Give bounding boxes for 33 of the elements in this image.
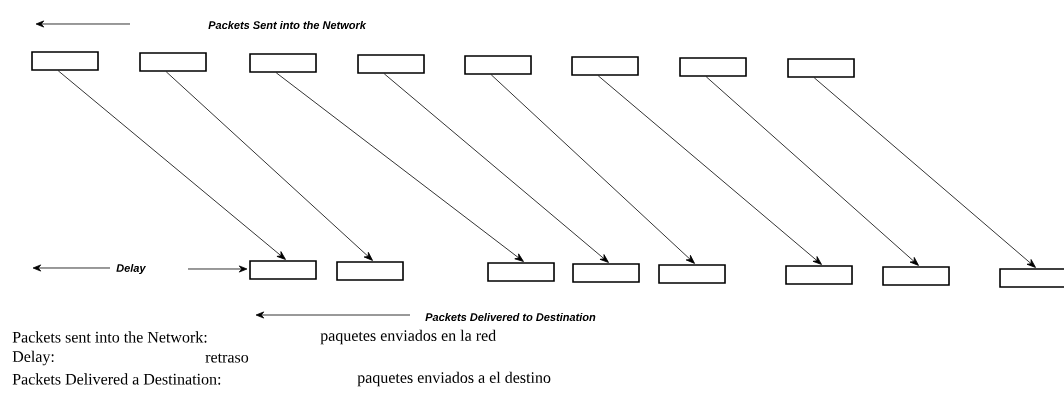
glossary-text: paquetes enviados en la red xyxy=(320,329,496,345)
arrow-label: Delay xyxy=(116,263,146,275)
packet-box xyxy=(336,261,404,281)
arrow xyxy=(57,70,286,260)
packet-box xyxy=(571,56,639,76)
glossary-text: paquetes enviados a el destino xyxy=(357,371,551,387)
packet-box xyxy=(658,264,726,284)
arrow-label: Packets Sent into the Network xyxy=(208,20,367,30)
packet-box xyxy=(572,263,640,283)
arrow xyxy=(597,75,822,265)
arrow xyxy=(165,71,373,261)
packet-box xyxy=(882,266,950,286)
arrow-label: Packets Delivered to Destination xyxy=(425,312,596,322)
arrow xyxy=(813,77,1036,268)
packet-box xyxy=(464,55,532,75)
glossary-text: Packets Delivered a Destination: xyxy=(12,373,221,385)
packet-box xyxy=(31,51,99,71)
packet-box xyxy=(249,260,317,280)
packet-box xyxy=(487,262,555,282)
glossary-text: Packets sent into the Network: xyxy=(12,331,207,343)
glossary-text: Delay: xyxy=(12,350,54,366)
packet-box xyxy=(787,58,855,78)
arrow xyxy=(705,76,919,266)
packet-box xyxy=(785,265,853,285)
packet-box xyxy=(999,268,1064,288)
packet-box xyxy=(357,54,425,74)
packet-box xyxy=(249,53,317,73)
arrow xyxy=(490,74,695,264)
packet-box xyxy=(679,57,747,77)
arrow xyxy=(275,72,524,262)
packet-box xyxy=(139,52,207,72)
arrow xyxy=(383,73,609,263)
glossary-text: retraso xyxy=(205,353,249,363)
